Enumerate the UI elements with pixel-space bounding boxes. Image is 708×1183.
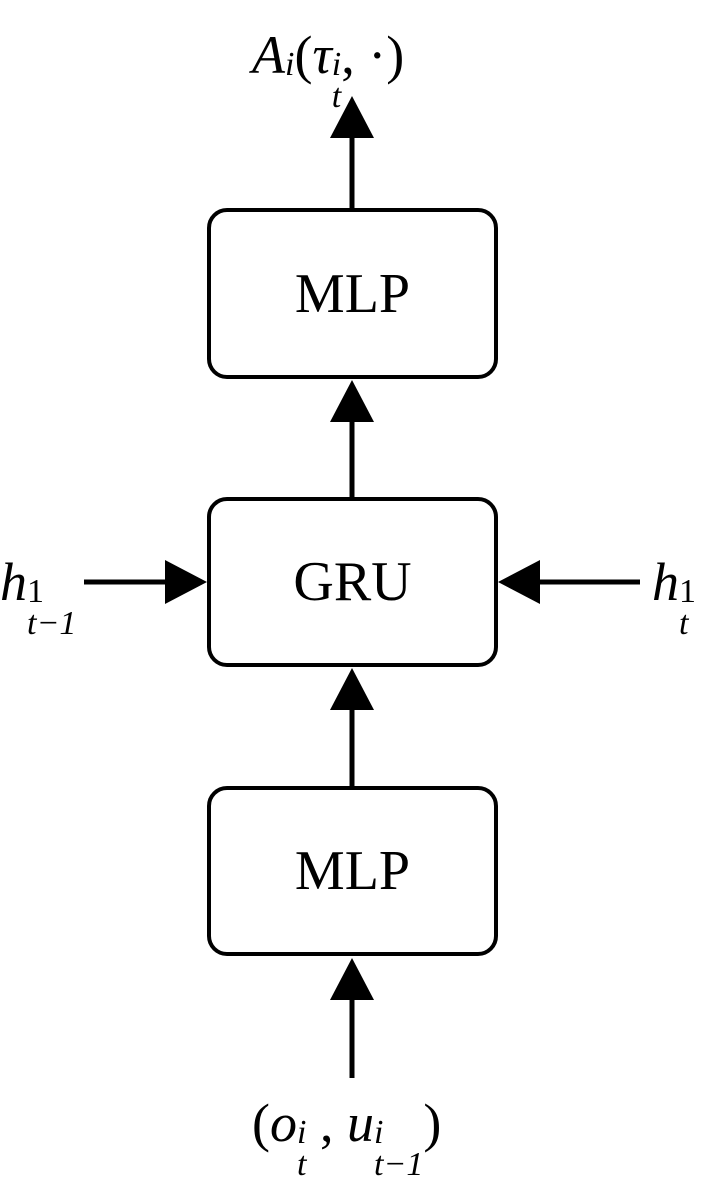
- arrow-gru-to-mlp-head: [330, 380, 374, 422]
- output-sup: i: [285, 46, 295, 83]
- hidden-prev-sup: 1: [27, 573, 44, 610]
- input-paren-open: (: [252, 1093, 270, 1153]
- hidden-curr-base: h: [652, 552, 679, 612]
- input-o: o: [269, 1093, 297, 1153]
- arrow-right-head: [498, 560, 540, 604]
- mlp-bottom-box: MLP: [207, 786, 498, 956]
- output-tau-sub: t: [331, 78, 342, 116]
- hidden-prev-sub: t−1: [27, 605, 77, 643]
- arrow-input-head: [330, 958, 374, 1000]
- output-tau-sup: i: [331, 46, 342, 83]
- output-paren: (: [294, 25, 313, 85]
- gru-label: GRU: [293, 551, 412, 613]
- arrow-output-head: [330, 96, 374, 138]
- hidden-curr-sub: t: [679, 605, 689, 643]
- input-paren-close: ): [423, 1093, 442, 1153]
- input-u-sup: i: [373, 1114, 384, 1151]
- input-sep: ,: [306, 1093, 347, 1153]
- arrow-left-head: [165, 560, 207, 604]
- input-o-sup: i: [296, 1114, 307, 1151]
- hidden-prev-base: h: [0, 552, 27, 612]
- input-u: u: [346, 1093, 374, 1153]
- output-tau: τ: [312, 25, 332, 85]
- mlp-bottom-label: MLP: [294, 840, 411, 902]
- mlp-top-label: MLP: [294, 262, 411, 325]
- gru-box: GRU: [207, 497, 498, 667]
- input-u-sub: t−1: [373, 1146, 424, 1183]
- output-rest: , ·): [341, 25, 405, 85]
- input-o-sub: t: [296, 1146, 307, 1183]
- mlp-top-box: MLP: [207, 208, 498, 379]
- output-base: A: [252, 25, 285, 85]
- arrow-mlp-to-gru-head: [330, 668, 374, 710]
- hidden-curr-sup: 1: [679, 573, 696, 610]
